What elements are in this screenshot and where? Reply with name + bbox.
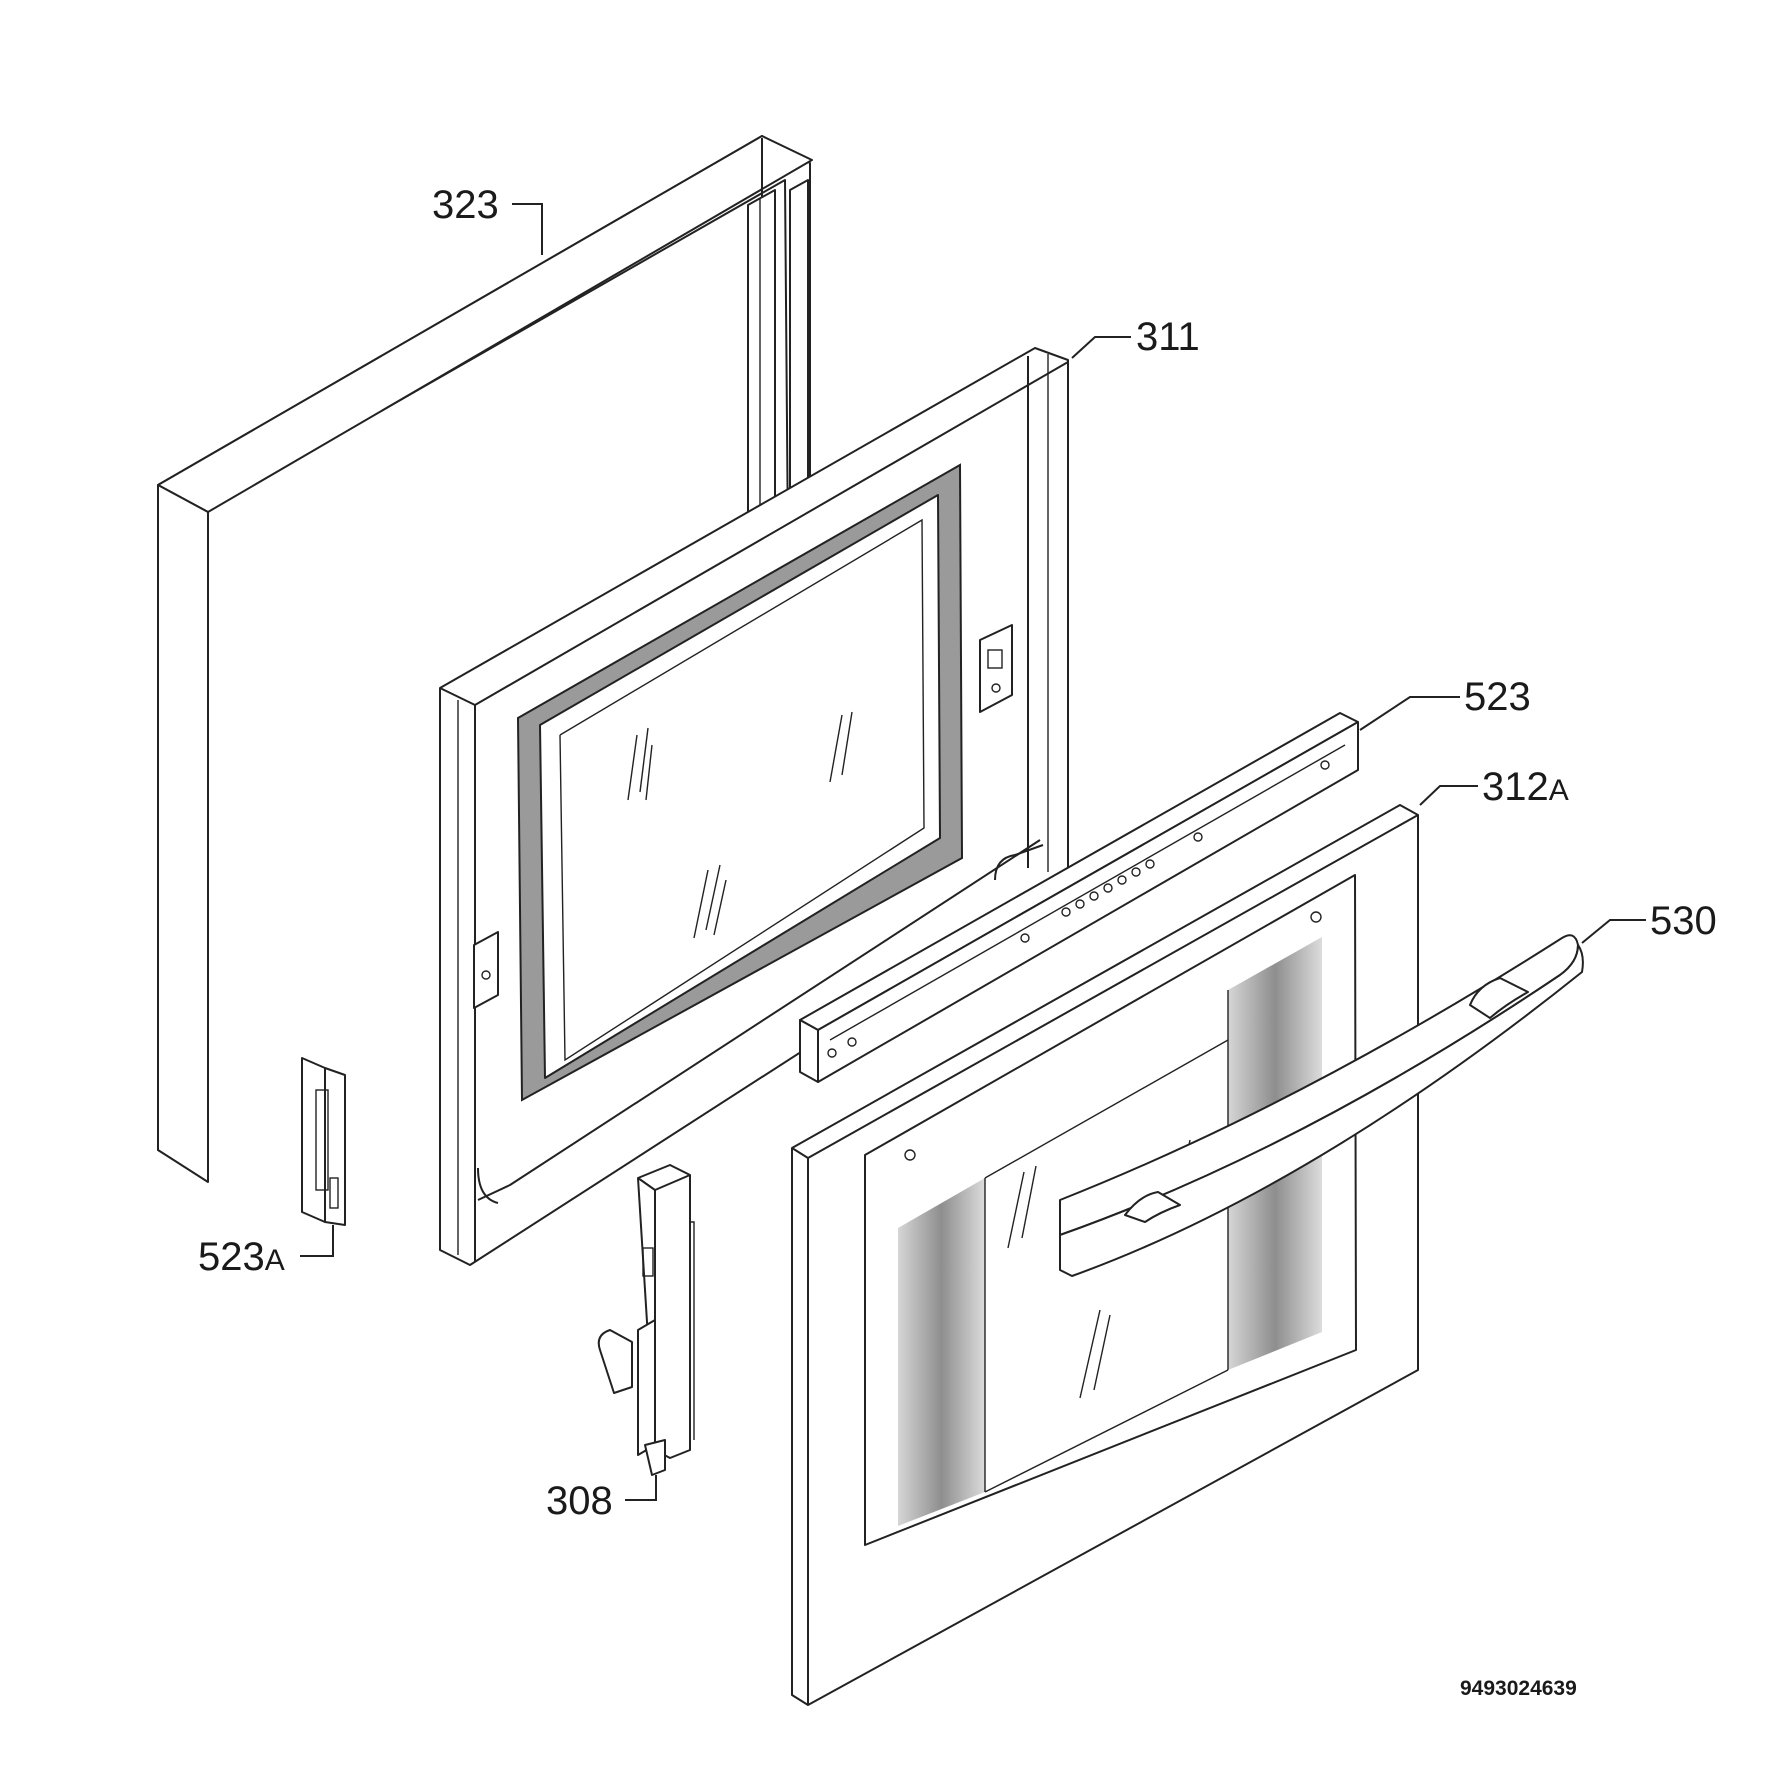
leader-311 [1071,336,1131,359]
callout-311: 311 [1136,315,1200,359]
callout-312a: 312A [1482,765,1569,809]
leader-530 [1581,919,1646,944]
leader-523 [1359,696,1460,731]
leader-323 [512,203,543,255]
hinge-bracket-left [473,931,499,1009]
part-523a-latch [301,1057,346,1226]
hinge-bracket-right [979,624,1013,713]
callout-523: 523 [1464,675,1531,719]
leader-308 [625,1475,657,1501]
document-number: 9493024639 [1460,1677,1577,1700]
part-308-hinge [597,1164,695,1476]
part-523-vent-strip [799,712,1359,1083]
callout-323: 323 [432,183,499,227]
part-530-door-handle [1059,934,1584,1277]
callout-530: 530 [1650,899,1717,943]
leader-312a [1419,785,1478,806]
callout-308: 308 [546,1479,613,1523]
part-311-inner-door-panel [439,347,1069,1266]
callout-labels: 323 311 523 312A 530 523A 308 9493024639 [198,183,1717,1700]
leader-523a [300,1225,334,1257]
callout-523a: 523A [198,1235,285,1279]
callout-leaders [300,203,1646,1501]
